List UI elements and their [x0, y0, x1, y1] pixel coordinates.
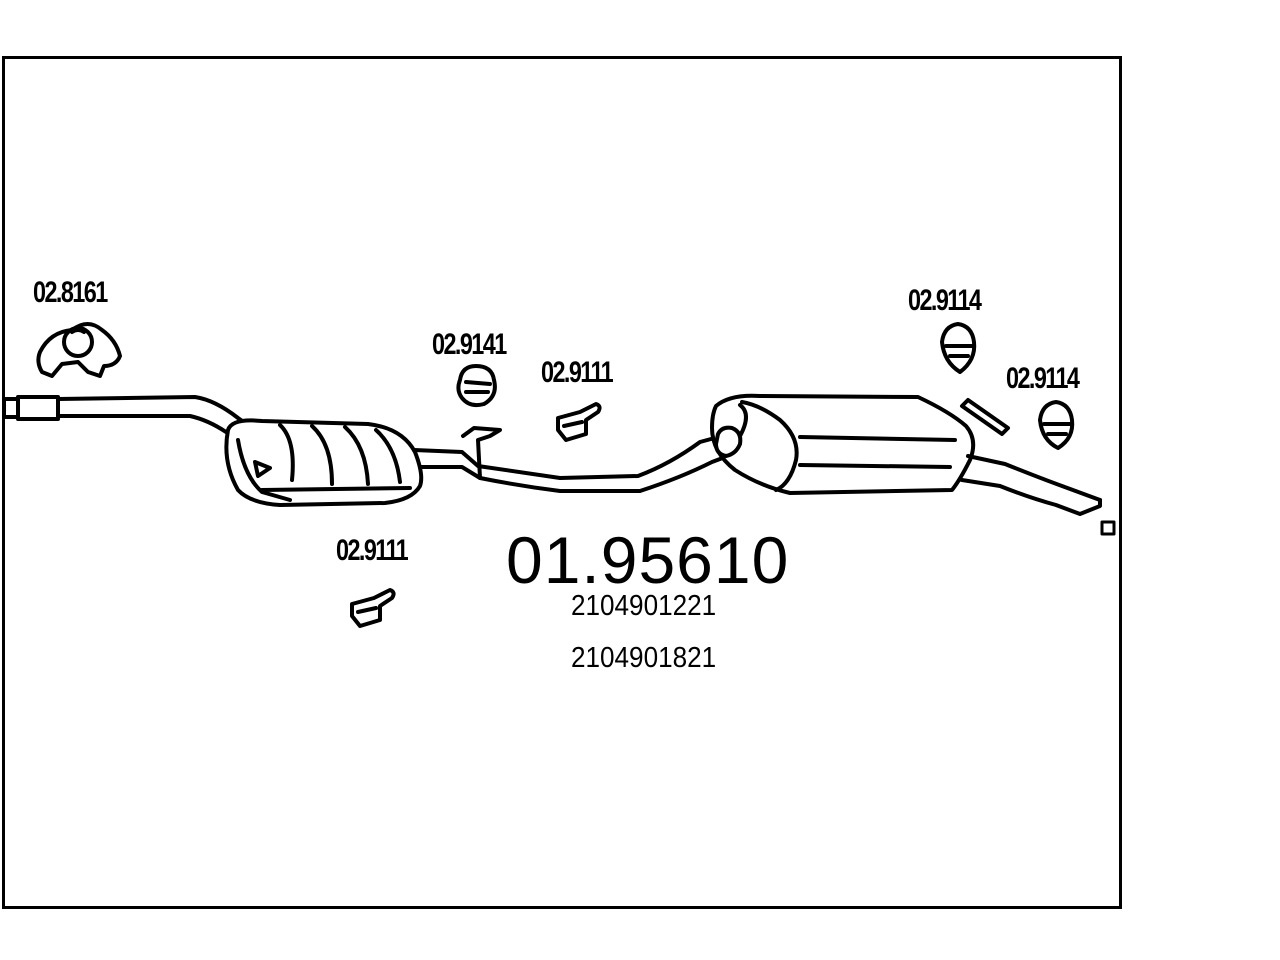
- rear-mount-right-icon: [1038, 400, 1075, 450]
- bracket-lower-icon: [350, 588, 396, 628]
- oem-number-2: 2104901821: [571, 642, 717, 674]
- rear-mount-upper-icon: [940, 322, 977, 374]
- middle-silencer: [224, 418, 424, 507]
- front-pipe: [2, 395, 254, 434]
- intermediate-pipe: [412, 426, 730, 493]
- rear-mount-right-label: 02.9114: [1006, 362, 1080, 395]
- oem-number-1: 2104901221: [571, 590, 717, 622]
- front-mount-icon: [36, 322, 122, 378]
- tail-pipe: [960, 454, 1116, 536]
- front-mount-label: 02.8161: [33, 276, 108, 309]
- rear-mount-upper-label: 02.9114: [908, 284, 982, 317]
- diagram-frame: [2, 56, 1122, 909]
- rear-silencer: [710, 393, 976, 495]
- bracket-upper-icon: [556, 402, 602, 442]
- rubber-ring-center-icon: [456, 364, 497, 408]
- main-part-number: 01.95610: [506, 523, 790, 597]
- bracket-lower-label: 02.9111: [336, 534, 409, 567]
- rear-clamp-icon: [960, 398, 1010, 436]
- bracket-upper-label: 02.9111: [541, 356, 614, 389]
- rubber-ring-center-label: 02.9141: [432, 328, 507, 361]
